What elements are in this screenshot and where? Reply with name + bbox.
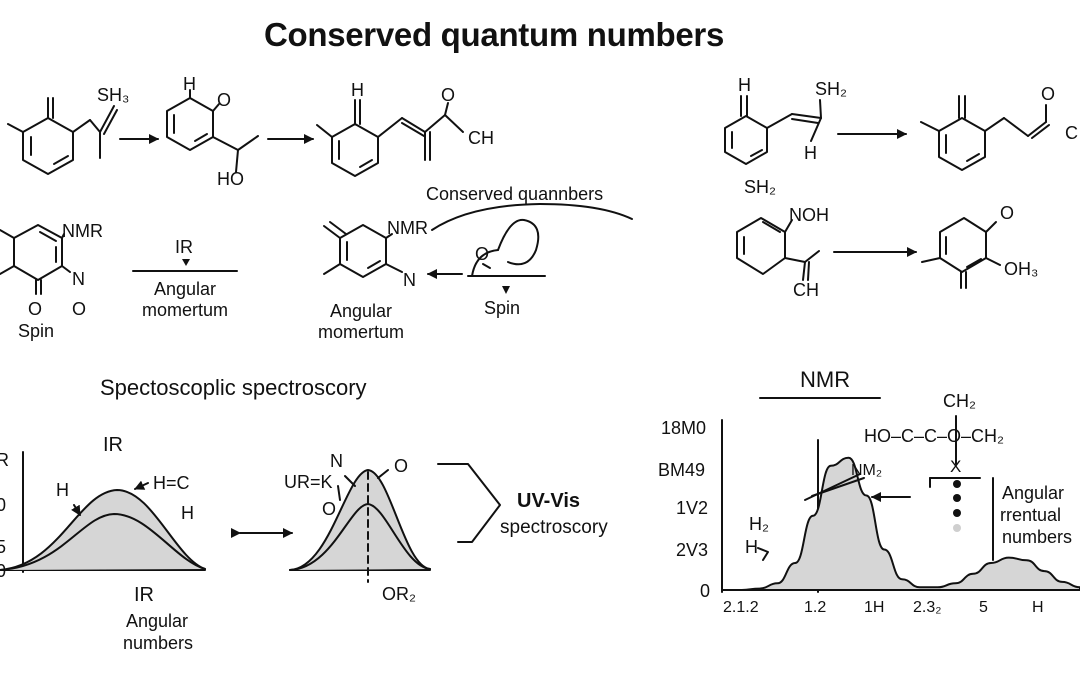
uv-vis-spectrum	[289, 463, 501, 583]
label-o: O	[28, 299, 43, 319]
label-noh: NOH	[789, 205, 829, 225]
label-h: H	[804, 143, 817, 163]
label-uvvis-sub: spectroscory	[500, 517, 608, 538]
label-h: H	[351, 80, 364, 100]
label-hc-h: H	[181, 503, 194, 523]
ir-arrow	[132, 259, 238, 272]
label-sh3: SH₃	[97, 85, 130, 105]
label-chain: HO–C–C–O–CH₂	[864, 426, 1005, 446]
label-o: O	[394, 456, 409, 476]
y-tick-label: BM49	[658, 460, 706, 480]
label-h: H	[745, 537, 758, 557]
conserved-curve	[431, 203, 633, 231]
molecule-6	[0, 224, 71, 295]
label-ch2: CH₂	[943, 391, 976, 411]
label-uvvis: UV-Vis	[517, 490, 580, 512]
molecule-7	[323, 221, 403, 278]
label-n: N	[403, 270, 416, 290]
label-conserved-curve: Conserved quannbers	[426, 184, 604, 204]
label-spin: Spin	[18, 321, 55, 341]
label-ir-bottom: IR	[134, 584, 154, 606]
label-ir: IR	[175, 237, 193, 257]
label-ir-top: IR	[103, 434, 123, 456]
nmr-peak-area	[723, 456, 1080, 591]
label-angular: Angular	[126, 611, 189, 631]
label-nm2: NM₂	[851, 462, 883, 479]
x-tick-label: 2.1.2	[723, 599, 759, 616]
label-o: O	[322, 499, 337, 519]
x-tick-label: 1.2	[804, 599, 827, 616]
label-h: H	[56, 480, 69, 500]
molecule-9	[921, 217, 1001, 289]
nmr-spectrum	[721, 397, 1080, 593]
label-c: C	[1065, 123, 1078, 143]
y-label-5: 5	[0, 537, 7, 557]
molecule-3	[316, 99, 464, 177]
label-h2: H₂	[749, 514, 769, 534]
label-momentum: momertum	[318, 322, 405, 342]
molecule-4	[724, 95, 822, 165]
label-sh2: SH₂	[744, 177, 776, 197]
label-sh2: SH₂	[815, 79, 847, 99]
label-ch: CH	[793, 280, 819, 300]
spin-orbital-sketch	[467, 218, 546, 294]
label-ho: HO	[217, 169, 244, 189]
label-n: N	[72, 269, 85, 289]
label-spin: Spin	[484, 298, 521, 318]
label-momentum: momertum	[142, 300, 229, 320]
label-o: O	[1000, 203, 1015, 223]
molecule-2	[166, 89, 259, 173]
page-title: Conserved quantum numbers	[263, 16, 725, 53]
label-o: O	[1041, 84, 1056, 104]
ir-spectrum	[0, 451, 206, 573]
y-tick-label: 18M0	[661, 418, 707, 438]
label-x-mark: X	[950, 457, 962, 476]
label-or2: OR₂	[382, 584, 416, 604]
x-tick-label: 2.3₂	[913, 599, 942, 616]
label-o: O	[441, 85, 456, 105]
x-tick-label: 5	[979, 599, 988, 616]
label-rentual: rrentual	[1000, 505, 1062, 525]
label-o: O	[475, 244, 490, 264]
molecule-8	[736, 217, 820, 281]
label-numbers: numbers	[123, 633, 194, 653]
y-tick-label: 1V2	[676, 498, 709, 518]
label-oh3: OH₃	[1004, 259, 1039, 279]
label-nmr: NMR	[62, 221, 103, 241]
label-ch: CH	[468, 128, 494, 148]
label-o: O	[72, 299, 87, 319]
x-tick-label: H	[1032, 599, 1044, 616]
molecule-1	[7, 97, 118, 175]
y-label-r: R	[0, 450, 9, 470]
nmr-heading: NMR	[800, 367, 851, 392]
label-angular: Angular	[330, 301, 393, 321]
molecule-5	[920, 95, 1050, 171]
label-angular: Angular	[1002, 483, 1065, 503]
spectroscopy-heading: Spectoscoplic spectroscory	[100, 375, 367, 400]
label-numbers: numbers	[1002, 527, 1073, 547]
label-h: H	[183, 74, 196, 94]
y-tick-label: 0	[700, 581, 711, 601]
label-n: N	[330, 451, 343, 471]
nmr-dots	[953, 480, 961, 532]
x-tick-label: 1H	[864, 599, 885, 616]
label-ur: UR=K	[284, 472, 333, 492]
label-o: O	[217, 90, 232, 110]
label-nmr: NMR	[387, 218, 428, 238]
label-h: H	[738, 75, 751, 95]
label-angular: Angular	[154, 279, 217, 299]
y-label-0b: 0	[0, 561, 7, 581]
y-tick-label: 2V3	[676, 540, 709, 560]
y-label-0: 0	[0, 495, 7, 515]
label-hc: H=C	[153, 473, 190, 493]
